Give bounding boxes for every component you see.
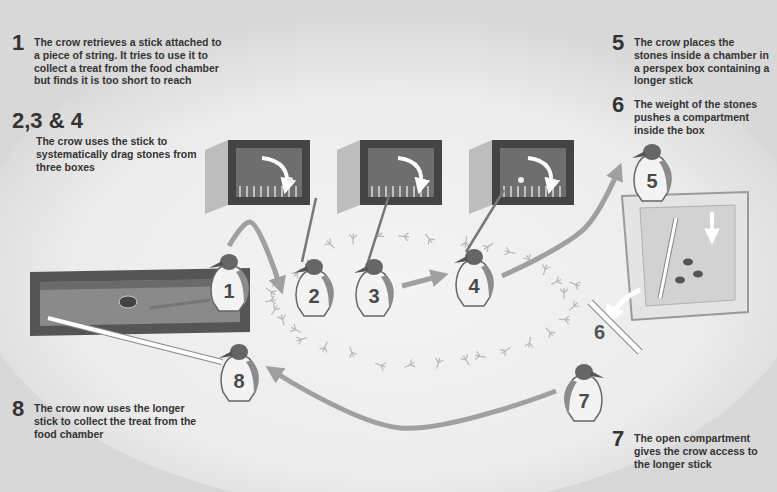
flow-arrow <box>502 171 618 276</box>
long-stick-in-chamber <box>48 318 222 362</box>
step-text: The crow retrieves a stick attached to a… <box>34 36 222 87</box>
callout-number: 8 <box>215 370 263 393</box>
short-stick <box>150 300 210 308</box>
footprints <box>264 230 581 371</box>
stick <box>466 190 504 252</box>
callout-number: 4 <box>450 275 498 298</box>
light-ground <box>0 10 777 492</box>
callout-number: 8 <box>12 398 24 420</box>
callout-number: 6 <box>594 322 605 342</box>
callout-number: 1 <box>12 32 24 54</box>
crow: 2 <box>290 255 338 317</box>
callout-number: 5 <box>612 32 624 54</box>
callout-number: 6 <box>612 94 624 116</box>
crow: 7 <box>560 360 608 422</box>
callout-number: 3 <box>350 285 398 308</box>
crow: 5 <box>628 140 676 202</box>
stick <box>302 198 316 262</box>
flow-arrow <box>402 276 440 286</box>
crow: 3 <box>350 255 398 317</box>
step-text: The crow uses the stick to systematicall… <box>36 135 212 173</box>
crow: 8 <box>215 340 263 402</box>
callout-number: 2,3 & 4 <box>12 110 83 132</box>
step-text: The weight of the stones pushes a compar… <box>634 98 770 136</box>
callout-number: 5 <box>628 170 676 193</box>
flow-arrow <box>273 371 556 428</box>
step-text: The crow now uses the longer stick to co… <box>34 402 206 440</box>
callout-number: 7 <box>612 428 624 450</box>
stick <box>368 192 390 262</box>
step-text: The open compartment gives the crow acce… <box>634 432 770 470</box>
callout-number: 1 <box>205 280 253 303</box>
long-stick <box>590 302 640 352</box>
step-text: The crow places the stones inside a cham… <box>634 36 770 87</box>
perspex-box <box>610 192 748 320</box>
callout-number: 2 <box>290 285 338 308</box>
callout-number: 7 <box>560 390 608 413</box>
crow: 4 <box>450 245 498 307</box>
crow: 1 <box>205 250 253 312</box>
stone-boxes <box>205 140 574 214</box>
